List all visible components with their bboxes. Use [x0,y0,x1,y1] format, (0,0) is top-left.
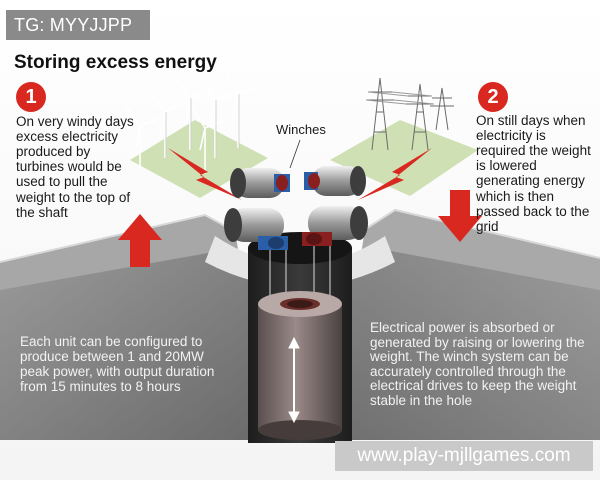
winches-label: Winches [276,122,326,137]
step-1-description: On very windy days excess electricity pr… [16,114,134,220]
wind-farm [125,71,268,198]
movement-arrow [288,336,300,424]
diagram-title: Storing excess energy [14,52,217,73]
watermark-top: TG: MYYJJPP [6,10,150,40]
direction-arrows [118,190,482,267]
lightning-bolts [168,148,432,200]
power-control-caption: Electrical power is absorbed or generate… [370,320,585,408]
unit-capacity-caption: Each unit can be configured to produce b… [20,334,215,394]
weight [258,291,342,440]
winches [224,139,368,250]
power-grid [330,77,478,196]
down-arrow [438,190,482,242]
watermark-bottom: www.play-mjllgames.com [335,441,593,471]
step-2-description: On still days when electricity is requir… [476,113,591,234]
step-1-badge: 1 [16,82,46,112]
step-2-badge: 2 [478,82,508,112]
up-arrow [118,214,162,267]
